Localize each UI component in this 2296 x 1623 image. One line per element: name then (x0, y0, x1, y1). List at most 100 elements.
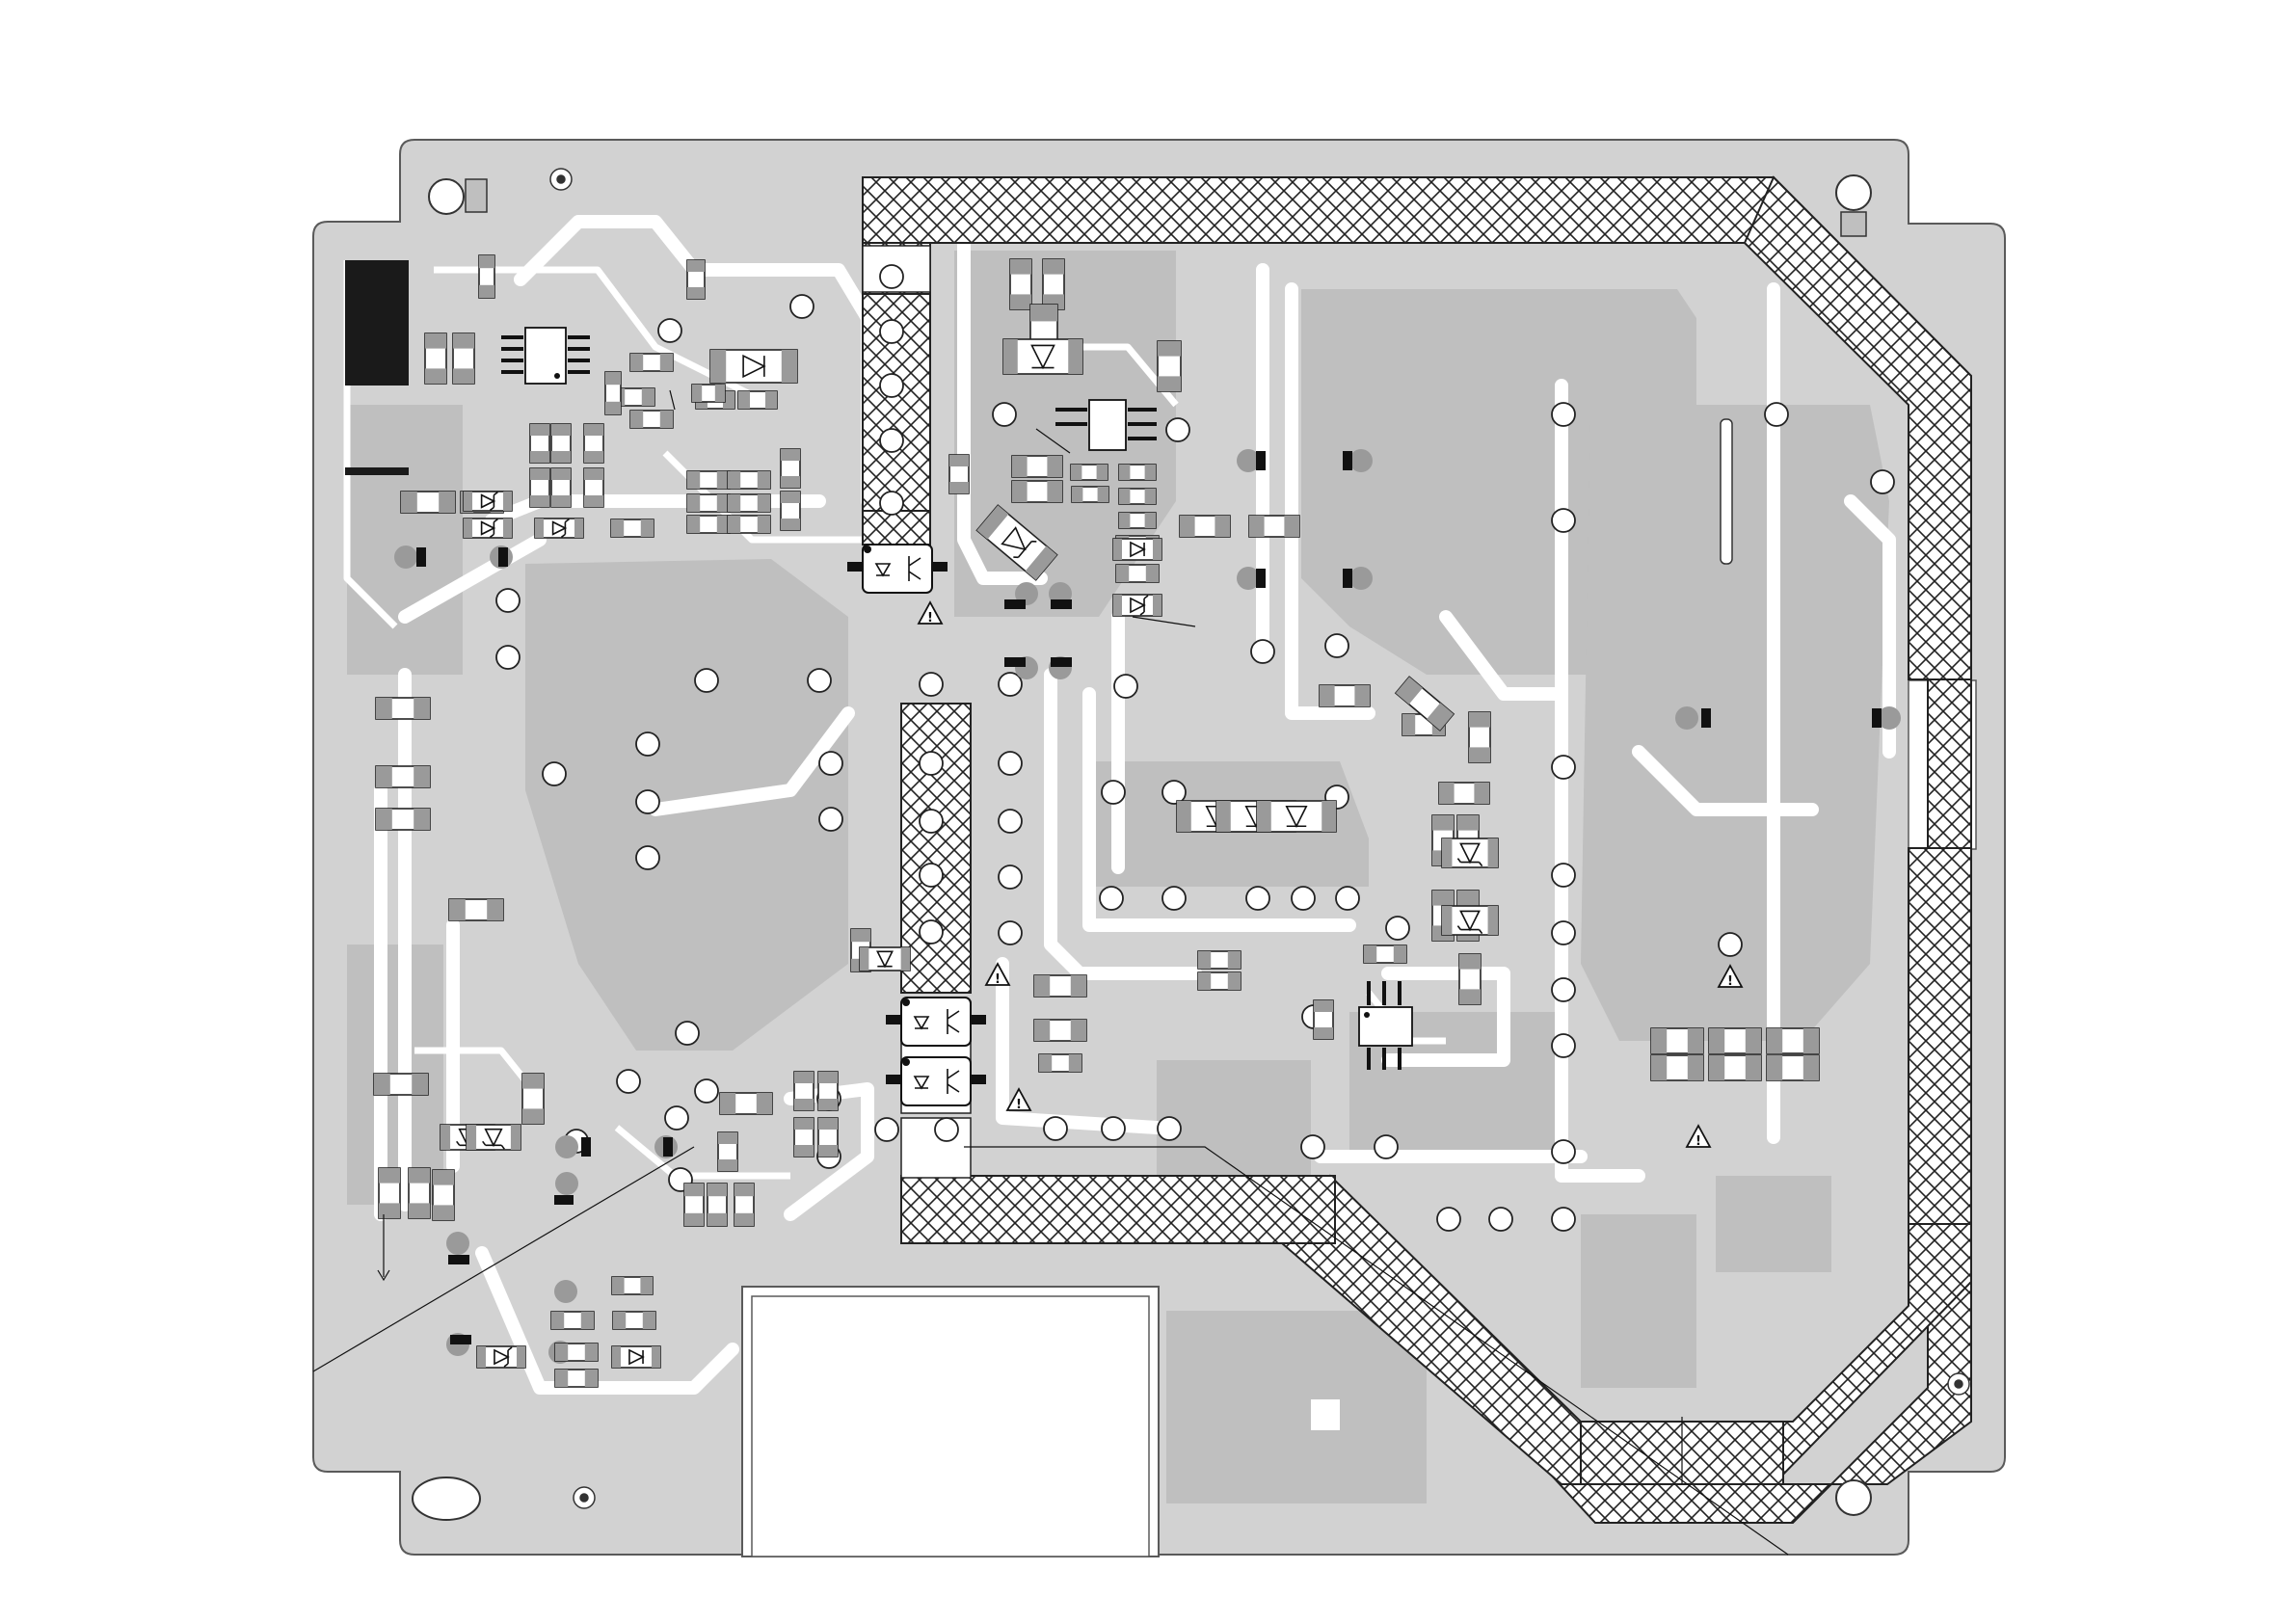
optocoupler-u3 (886, 1057, 986, 1105)
via-icon (1102, 781, 1125, 804)
zener-diode-symbol (1113, 595, 1161, 616)
diode-terminal (441, 1125, 450, 1150)
pad-icon (555, 1135, 578, 1158)
smd-part (720, 1093, 772, 1114)
smd-part (433, 1170, 454, 1220)
smd-part-terminal (1010, 259, 1031, 275)
smd-part-terminal (1158, 341, 1181, 357)
smd-part-terminal (720, 1093, 735, 1114)
smd-part-terminal (1249, 516, 1265, 537)
via-icon (920, 752, 943, 775)
diode-terminal (503, 492, 512, 511)
smd-part-terminal (687, 494, 700, 512)
smd-pad (1051, 599, 1072, 609)
via-icon (636, 790, 659, 813)
smd-part-terminal (530, 424, 549, 436)
warning-triangle-mark: ! (1727, 974, 1733, 989)
smd-part (687, 260, 705, 299)
smd-pad (663, 1137, 673, 1157)
via-icon (999, 921, 1022, 945)
smd-part-terminal (718, 1132, 737, 1144)
diode-terminal (1113, 595, 1122, 616)
smd-pad (1051, 657, 1072, 667)
via-icon (880, 265, 903, 288)
smd-part (425, 333, 446, 384)
smd-pad (1004, 657, 1026, 667)
smd-part (1043, 259, 1064, 309)
via-icon (920, 673, 943, 696)
pad-icon (446, 1232, 469, 1255)
smd-part (687, 471, 730, 489)
smd-part-terminal (1047, 481, 1062, 502)
smd-part-terminal (487, 899, 503, 920)
smd-part (530, 468, 549, 507)
smd-part (376, 766, 430, 787)
diode-terminal (782, 350, 797, 383)
via-icon (1552, 1034, 1575, 1057)
smd-part-terminal (1180, 516, 1195, 537)
smd-part-terminal (794, 1145, 814, 1157)
diode-symbol (1257, 801, 1336, 832)
smd-part-terminal (1047, 456, 1062, 477)
smd-part-terminal (1228, 972, 1241, 990)
smd-part-terminal (1012, 481, 1028, 502)
via-icon (1158, 1117, 1181, 1140)
diode-symbol (710, 350, 797, 383)
smd-part-terminal (379, 1203, 400, 1218)
zener-diode-symbol (464, 492, 512, 511)
smd-part-terminal (584, 451, 603, 463)
slot (1721, 419, 1732, 564)
smd-part (453, 333, 474, 384)
smd-part-terminal (1158, 376, 1181, 391)
pad-icon (1349, 449, 1373, 472)
diode-terminal (511, 1125, 521, 1150)
smd-part-terminal (414, 698, 430, 719)
smd-part-terminal (1709, 1028, 1724, 1053)
smd-part-terminal (1215, 516, 1230, 537)
smd-part-terminal (1097, 465, 1108, 480)
diode-terminal (1177, 801, 1191, 832)
via-icon (676, 1022, 699, 1045)
via-icon (1375, 1135, 1398, 1158)
via-icon (1552, 403, 1575, 426)
smd-part (1249, 516, 1299, 537)
smd-pad (1872, 708, 1882, 728)
smd-part (1469, 712, 1490, 762)
via-icon (543, 762, 566, 785)
smd-part-terminal (794, 1099, 814, 1110)
mounting-hole-icon (1836, 1480, 1871, 1515)
smd-part (1709, 1028, 1761, 1053)
smd-part (734, 1184, 754, 1226)
smd-part (376, 698, 430, 719)
zener-diode-symbol (1442, 838, 1498, 867)
smd-part-terminal (728, 494, 740, 512)
smd-part-terminal (522, 1074, 544, 1089)
via-icon (1292, 887, 1315, 910)
smd-part-terminal (641, 519, 654, 537)
heatsink-rail (345, 467, 409, 475)
smd-pad (1343, 569, 1352, 588)
smd-part-terminal (1432, 815, 1454, 831)
smd-part (781, 449, 800, 488)
smd-part-terminal (684, 1184, 704, 1196)
smd-part-terminal (1119, 489, 1130, 504)
smd-part-terminal (687, 287, 705, 299)
diode-terminal (574, 519, 583, 538)
via-icon (790, 295, 814, 318)
smd-part-terminal (1457, 815, 1479, 831)
smd-part-terminal (584, 424, 603, 436)
diode-terminal (464, 492, 472, 511)
smd-part-terminal (718, 1159, 737, 1171)
diode-terminal (503, 519, 512, 538)
smd-part-terminal (611, 519, 624, 537)
diode-terminal (467, 1125, 476, 1150)
smd-part-terminal (433, 1205, 454, 1220)
smd-part-terminal (640, 1277, 653, 1294)
smd-part-terminal (1651, 1028, 1667, 1053)
smd-part-terminal (1119, 465, 1130, 480)
smd-part-terminal (758, 494, 770, 512)
smd-part-terminal (376, 766, 392, 787)
zener-diode-symbol (464, 519, 512, 538)
smd-part (718, 1132, 737, 1171)
smd-part-terminal (479, 255, 494, 268)
